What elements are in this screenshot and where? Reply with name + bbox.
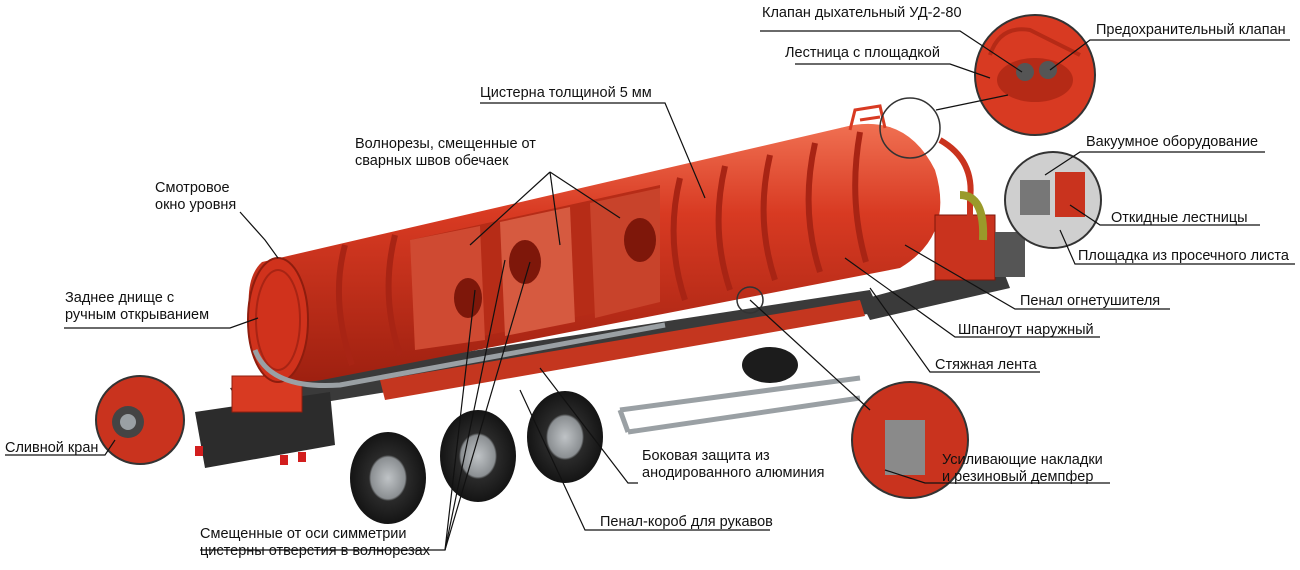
- side-protection: [617, 375, 861, 435]
- label-side-protection: Боковая защита из анодированного алюмини…: [642, 448, 825, 481]
- label-tie-band: Стяжная лента: [935, 357, 1037, 373]
- vacuum-equipment: [934, 137, 1025, 281]
- callout-small-damper: [736, 286, 764, 314]
- label-vacuum-equipment: Вакуумное оборудование: [1086, 134, 1259, 150]
- label-drain-valve: Сливной кран: [5, 440, 99, 456]
- label-rear-bottom: Заднее днище с ручным открыванием: [65, 290, 210, 323]
- label-extinguisher-case: Пенал огнетушителя: [1020, 293, 1161, 309]
- label-breathing-valve: Клапан дыхательный УД-2-80: [762, 5, 962, 21]
- label-tank-thickness: Цистерна толщиной 5 мм: [480, 85, 652, 101]
- rear-lights: [195, 446, 306, 465]
- label-ladder-platform: Лестница с площадкой: [785, 45, 940, 61]
- wheels: [350, 347, 798, 524]
- label-perforated-platform: Площадка из просечного листа: [1078, 248, 1289, 264]
- label-reinforcing-pads: Усиливающие накладки и резиновый демпфер: [942, 452, 1103, 485]
- callout-top-valves: [974, 14, 1096, 136]
- callout-small-top: [879, 97, 941, 159]
- label-folding-ladders: Откидные лестницы: [1111, 210, 1248, 226]
- leader-lines: [5, 30, 1295, 551]
- label-offset-holes: Смещенные от оси симметрии цистерны отве…: [200, 526, 430, 559]
- callout-drain-valve: [95, 375, 185, 465]
- label-baffles-offset: Волнорезы, смещенные от сварных швов обе…: [355, 136, 536, 169]
- callout-reinforcing-pads: [851, 381, 969, 499]
- label-outer-frame: Шпангоут наружный: [958, 322, 1094, 338]
- callout-vacuum: [1004, 151, 1102, 249]
- label-safety-valve: Предохранительный клапан: [1096, 22, 1286, 38]
- label-sight-window: Смотровое окно уровня: [155, 180, 237, 213]
- label-hose-box: Пенал-короб для рукавов: [600, 514, 773, 530]
